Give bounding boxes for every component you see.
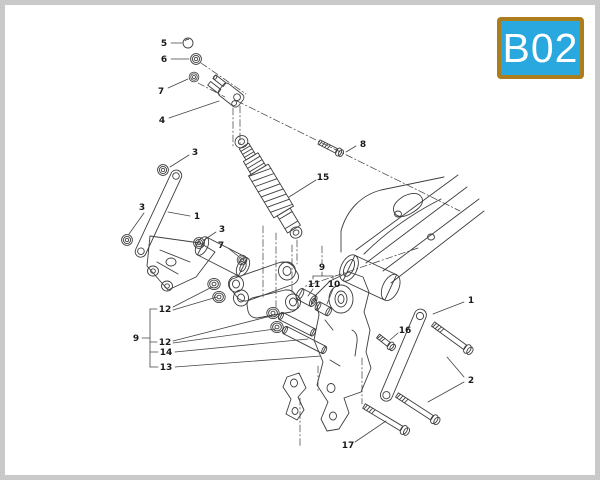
nut-3-upper [157, 164, 169, 176]
nut-3-left [121, 234, 133, 246]
leader-line-7 [227, 247, 239, 257]
callout-9: 9 [133, 334, 139, 344]
leader-line-17 [354, 420, 387, 443]
leader-line-10 [326, 288, 334, 305]
leader-line-7 [167, 78, 189, 89]
swingarm [339, 174, 485, 302]
callout-12: 12 [159, 305, 172, 315]
callout-3: 3 [139, 203, 145, 213]
callout-2: 2 [468, 376, 474, 386]
leader-line-14 [174, 338, 309, 353]
leader-line-3 [128, 212, 145, 235]
cap-5 [182, 37, 194, 49]
callout-6: 6 [161, 55, 167, 65]
page-code: B02 [502, 24, 579, 71]
link-arm-right-1 [379, 308, 427, 402]
callout-1: 1 [194, 212, 200, 222]
callout-1: 1 [468, 296, 474, 306]
leader-line-1 [432, 301, 465, 315]
leader-line-2 [446, 356, 465, 378]
link-arm-left-1 [134, 169, 183, 258]
callout-4: 4 [159, 116, 165, 126]
leader-line-3 [169, 154, 190, 168]
bushing-12 [270, 320, 284, 334]
leader-line-16 [389, 332, 399, 341]
shock-absorber-15 [234, 135, 303, 239]
spacer-11 [295, 288, 318, 307]
leader-line-15 [288, 179, 317, 198]
linkage-rocker [228, 261, 301, 319]
knuckle-bracket [313, 271, 372, 432]
pin-14 [278, 311, 317, 337]
callout-3: 3 [219, 225, 225, 235]
callout-11: 11 [308, 280, 321, 290]
callout-17: 17 [342, 441, 355, 451]
leader-line-1 [167, 211, 191, 217]
leader-line-3 [203, 231, 217, 241]
leader-line-12 [172, 286, 213, 308]
spacer-10 [314, 301, 332, 317]
page-code-badge: B02 [497, 17, 584, 79]
leader-line-11 [307, 288, 314, 297]
pin-13 [282, 325, 328, 355]
callout-3: 3 [192, 148, 198, 158]
nut-6 [190, 53, 202, 65]
bolt-17 [362, 403, 411, 436]
callout-9: 9 [319, 263, 325, 273]
lower-mount-fork [282, 372, 307, 421]
leader-line-4 [168, 100, 220, 119]
clevis-mount-4 [207, 74, 245, 108]
leader-line-12 [172, 315, 272, 342]
bolt-8 [317, 139, 344, 157]
callout-10: 10 [328, 280, 341, 290]
callout-5: 5 [161, 39, 167, 49]
bolt-16 [376, 333, 396, 352]
bolt-2-lower [395, 392, 441, 426]
rocker-bracket [146, 235, 251, 292]
callout-7: 7 [218, 241, 224, 251]
leader-line-2 [427, 381, 465, 403]
callout-7: 7 [158, 87, 164, 97]
washer-7-upper [188, 71, 200, 83]
leader-line-12 [172, 296, 218, 311]
callout-14: 14 [160, 348, 173, 358]
leader-line-13 [174, 355, 322, 368]
callout-15: 15 [317, 173, 330, 183]
bolt-2-upper [431, 321, 474, 355]
construction-lines [197, 62, 461, 448]
callout-13: 13 [160, 363, 173, 373]
callout-8: 8 [360, 140, 366, 150]
callout-16: 16 [399, 326, 412, 336]
callout-12: 12 [159, 338, 172, 348]
leader-line-12 [172, 328, 276, 344]
leader-line-8 [345, 145, 357, 153]
bushing-12 [212, 290, 226, 304]
